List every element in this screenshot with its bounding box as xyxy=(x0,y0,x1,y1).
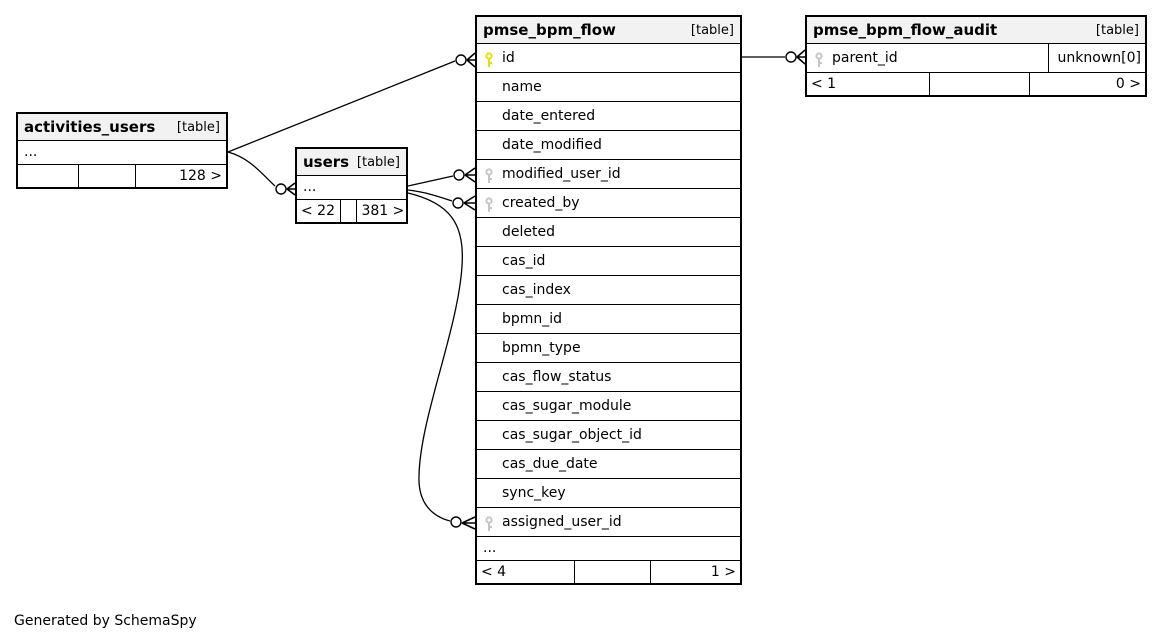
column-row-sync-key[interactable]: sync_key xyxy=(477,478,740,507)
table-users: users [table] ... < 22 381 > xyxy=(295,147,408,224)
footer-middle-cell xyxy=(339,200,357,222)
footer-parents-cell xyxy=(18,165,78,187)
relationship-line xyxy=(407,192,464,522)
table-name: pmse_bpm_flow xyxy=(483,21,616,39)
column-row-parent-id[interactable]: parent_id unknown[0] xyxy=(807,43,1145,72)
column-row-cas-flow-status[interactable]: cas_flow_status xyxy=(477,362,740,391)
column-row-cas-index[interactable]: cas_index xyxy=(477,275,740,304)
foreign-key-icon xyxy=(484,195,494,212)
column-row-id[interactable]: id xyxy=(477,43,740,72)
footer-children-cell: 381 > xyxy=(356,200,406,222)
columns-ellipsis-row: ... xyxy=(297,175,406,199)
column-name: sync_key xyxy=(502,485,566,501)
table-pmse-bpm-flow-audit: pmse_bpm_flow_audit [table] parent_id un… xyxy=(805,15,1147,97)
foreign-key-icon xyxy=(484,166,494,183)
crow-foot-icon xyxy=(463,195,476,211)
column-type-note: unknown[0] xyxy=(1048,44,1145,72)
column-row-cas-sugar-object-id[interactable]: cas_sugar_object_id xyxy=(477,420,740,449)
relationship-line xyxy=(407,189,453,202)
column-row-name[interactable]: name xyxy=(477,72,740,101)
cardinality-circle-icon xyxy=(452,197,464,209)
table-name: users xyxy=(303,153,350,171)
table-type-label: [table] xyxy=(176,119,220,135)
column-row-cas-due-date[interactable]: cas_due_date xyxy=(477,449,740,478)
cardinality-circle-icon xyxy=(785,51,797,63)
column-name: cas_sugar_module xyxy=(502,398,632,414)
column-row-cas-sugar-module[interactable]: cas_sugar_module xyxy=(477,391,740,420)
crow-foot-icon xyxy=(466,52,476,68)
column-name: cas_id xyxy=(502,253,546,269)
column-name: cas_sugar_object_id xyxy=(502,427,642,443)
footer-children-cell: 0 > xyxy=(1029,73,1145,95)
table-activities-users: activities_users [table] ... 128 > xyxy=(16,112,228,189)
crow-foot-icon xyxy=(796,49,806,65)
footer-parents-cell: < 1 xyxy=(811,76,837,92)
table-header-pmse-bpm-flow-audit[interactable]: pmse_bpm_flow_audit [table] xyxy=(807,17,1145,43)
table-footer: < 4 1 > xyxy=(477,560,740,583)
crow-foot-icon xyxy=(464,167,476,183)
table-name: pmse_bpm_flow_audit xyxy=(813,21,998,39)
column-name: cas_flow_status xyxy=(502,369,612,385)
column-name: created_by xyxy=(502,195,580,211)
footer-children-cell: 128 > xyxy=(135,165,226,187)
column-name: assigned_user_id xyxy=(502,514,622,530)
column-name: date_entered xyxy=(502,108,596,124)
footer-middle-cell xyxy=(78,165,135,187)
cardinality-circle-icon xyxy=(455,54,467,66)
table-type-label: [table] xyxy=(690,22,734,38)
column-name: cas_due_date xyxy=(502,456,598,472)
generator-note: Generated by SchemaSpy xyxy=(14,613,197,629)
footer-middle-cell xyxy=(574,561,650,583)
crow-foot-icon xyxy=(461,516,476,530)
column-name: cas_index xyxy=(502,282,571,298)
cardinality-circle-icon xyxy=(275,183,287,195)
column-row-assigned-user-id[interactable]: assigned_user_id xyxy=(477,507,740,536)
cardinality-circle-icon xyxy=(453,169,465,181)
table-footer: 128 > xyxy=(18,164,226,187)
foreign-key-icon xyxy=(484,514,494,531)
footer-children-cell: 1 > xyxy=(650,561,740,583)
column-name: modified_user_id xyxy=(502,166,621,182)
columns-ellipsis-row: ... xyxy=(18,140,226,164)
table-header-activities-users[interactable]: activities_users [table] xyxy=(18,114,226,140)
cardinality-circle-icon xyxy=(450,516,462,528)
table-header-pmse-bpm-flow[interactable]: pmse_bpm_flow [table] xyxy=(477,17,740,43)
column-name: parent_id xyxy=(832,50,898,66)
table-name: activities_users xyxy=(24,118,156,136)
footer-parents-cell: < 22 xyxy=(301,203,335,219)
columns-ellipsis-row: ... xyxy=(477,536,740,560)
table-type-label: [table] xyxy=(356,154,400,170)
column-name: bpmn_id xyxy=(502,311,563,327)
relationship-line xyxy=(227,151,276,187)
column-row-created-by[interactable]: created_by xyxy=(477,188,740,217)
primary-key-icon xyxy=(484,50,494,67)
table-footer: < 1 0 > xyxy=(807,72,1145,95)
table-pmse-bpm-flow: pmse_bpm_flow [table] id name date_enter… xyxy=(475,15,742,585)
column-name: name xyxy=(502,79,542,95)
column-row-bpmn-type[interactable]: bpmn_type xyxy=(477,333,740,362)
column-row-cas-id[interactable]: cas_id xyxy=(477,246,740,275)
footer-middle-cell xyxy=(929,73,1029,95)
column-row-bpmn-id[interactable]: bpmn_id xyxy=(477,304,740,333)
column-row-date-modified[interactable]: date_modified xyxy=(477,130,740,159)
column-name: date_modified xyxy=(502,137,602,153)
column-name: id xyxy=(502,50,515,66)
table-footer: < 22 381 > xyxy=(297,199,406,222)
column-row-modified-user-id[interactable]: modified_user_id xyxy=(477,159,740,188)
foreign-key-icon xyxy=(814,50,824,67)
table-type-label: [table] xyxy=(1095,22,1139,38)
relationship-line xyxy=(227,60,456,153)
crow-foot-icon xyxy=(286,182,296,196)
footer-parents-cell: < 4 xyxy=(481,564,507,580)
column-row-deleted[interactable]: deleted xyxy=(477,217,740,246)
column-name: bpmn_type xyxy=(502,340,581,356)
table-header-users[interactable]: users [table] xyxy=(297,149,406,175)
column-name: deleted xyxy=(502,224,555,240)
relationship-line xyxy=(407,175,454,187)
column-row-date-entered[interactable]: date_entered xyxy=(477,101,740,130)
